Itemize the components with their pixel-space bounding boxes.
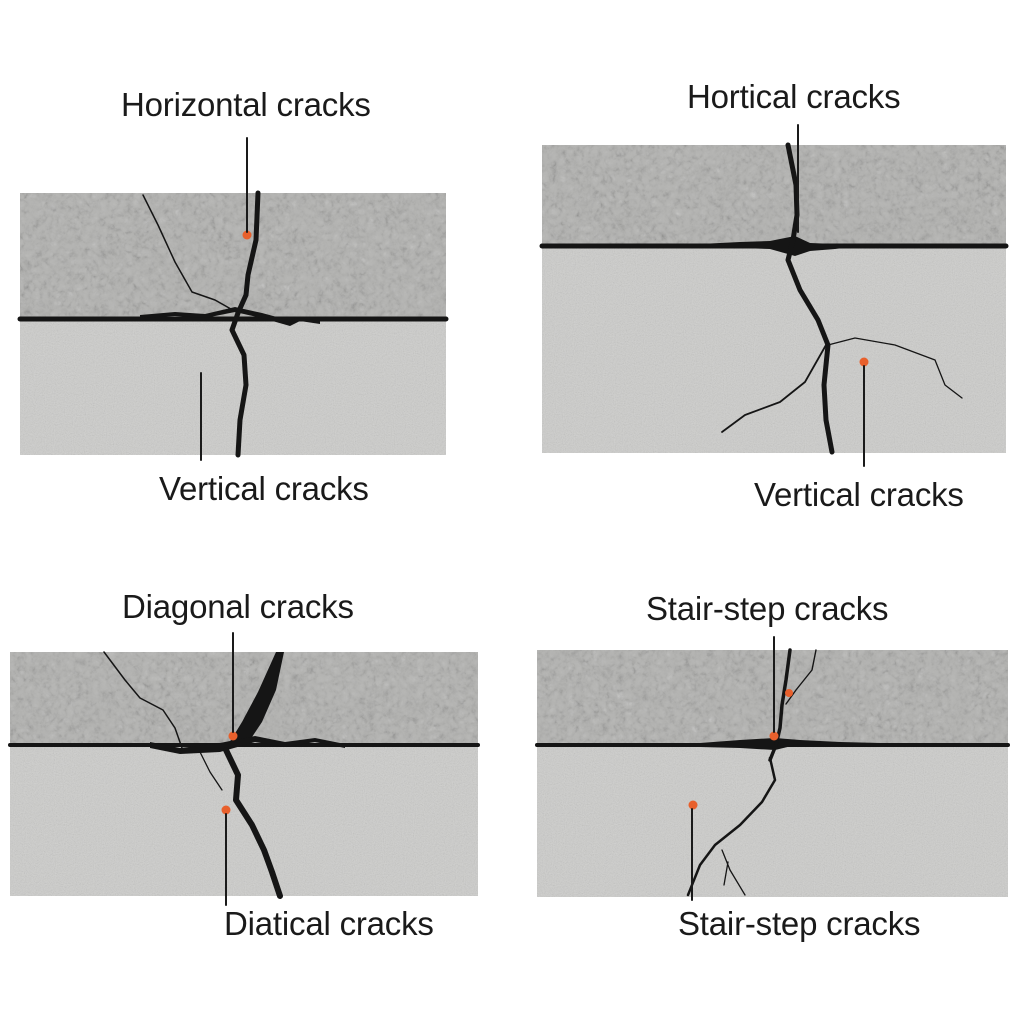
crack-hairline-lower [693,849,746,896]
crack-marker [859,357,869,367]
panel-stair-step-cracks [535,636,1010,901]
crack-vertical [223,747,283,899]
crack-diagonal [226,652,284,748]
crack-vertical [229,190,261,458]
panel-3-bottom-label: Diatical cracks [224,905,434,942]
crack-marker [242,230,252,240]
panel-2-bottom-label: Vertical cracks [754,476,964,513]
crack-branch [721,344,827,433]
panel-1-bottom-label: Vertical cracks [159,470,369,507]
crack-vertical [768,648,792,762]
crack-horizontal [700,236,860,256]
crack-marker [769,731,779,741]
crack-marker [785,689,793,697]
crack-hairline-lower [199,751,223,791]
crack-horizontal [700,738,880,750]
crack-marker [228,731,238,741]
crack-hairline [827,337,963,399]
slab-lower-texture [10,745,478,896]
panel-2-top-label: Hortical cracks [687,78,901,115]
crack-marker [688,800,698,810]
panel-hortical-cracks [539,124,1009,467]
crack-hairline [103,651,183,749]
slab-lower-texture [20,319,446,455]
crack-hairline [785,649,817,705]
crack-vertical [785,142,835,455]
panel-3-top-label: Diagonal cracks [122,588,354,625]
crack-horizontal [140,307,320,326]
slab-upper-texture [537,650,1008,745]
slab-upper-texture [20,193,446,319]
crack-horizontal [150,736,345,754]
panel-4-top-label: Stair-step cracks [646,590,889,627]
panel-horizontal-cracks [17,137,449,461]
panel-4-bottom-label: Stair-step cracks [678,905,921,942]
slab-lower-texture [542,246,1006,453]
crack-marker [221,805,231,815]
panel-diagonal-cracks [8,632,480,906]
slab-upper-texture [542,145,1006,246]
crack-hairline [142,194,239,314]
panel-1-top-label: Horizontal cracks [121,86,371,123]
